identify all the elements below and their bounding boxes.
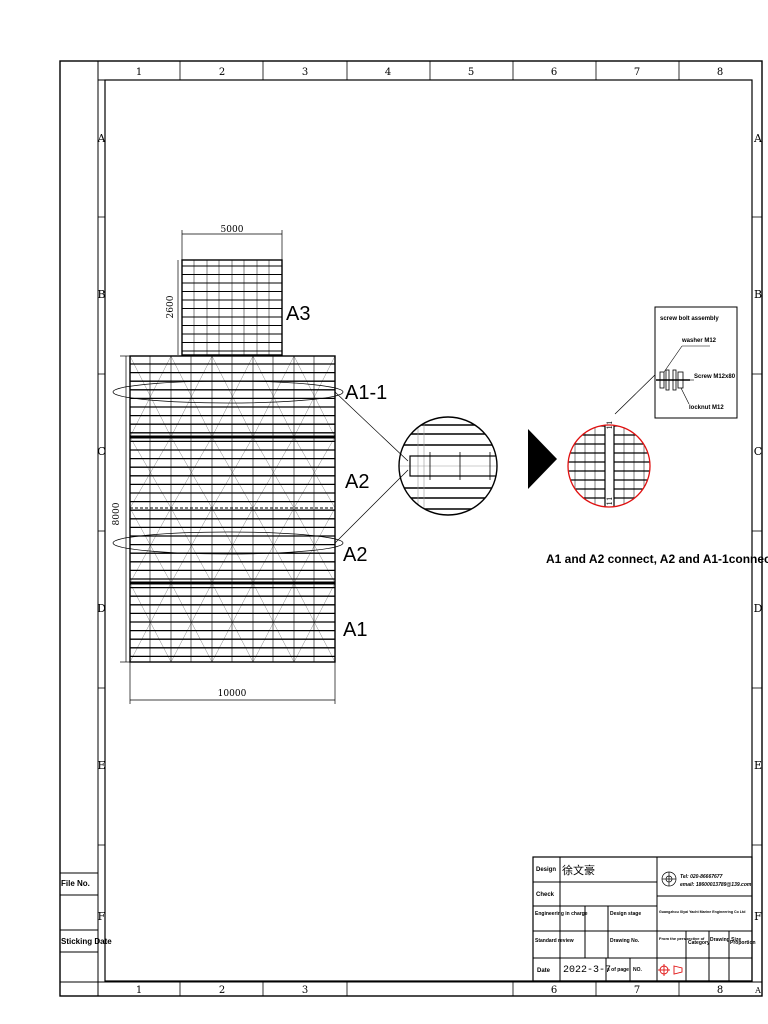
row-letter: E (754, 759, 762, 772)
row-letter: D (97, 602, 106, 615)
column-number: 6 (551, 985, 557, 996)
column-number: 5 (468, 67, 474, 78)
dimension-text: 8000 (112, 502, 122, 525)
column-number: 3 (302, 985, 308, 996)
column-number: 7 (634, 67, 640, 78)
sticking-date-label: Sticking Date (61, 937, 112, 946)
column-numbers-bottom: 1 2 3 6 7 8 A (136, 985, 761, 996)
dimension-total-width (129, 662, 336, 704)
column-number: 1 (136, 985, 142, 996)
label-a1: A1 (343, 619, 367, 641)
column-number: 2 (219, 985, 225, 996)
connection-detail-circle: 11 11 (567, 369, 661, 508)
label-a1-1: A1-1 (345, 382, 387, 404)
column-number: 4 (385, 67, 391, 78)
design-label: Design (536, 867, 556, 873)
date-value: 2022-3-7 (563, 965, 611, 976)
gap-label: 11 (606, 497, 614, 506)
date-label: Date (537, 968, 551, 974)
dimension-text: 10000 (218, 689, 247, 699)
gap-label: 11 (606, 421, 614, 430)
company-name: Guangzhou Xiyai Yacht Marine Engineering… (659, 910, 745, 914)
company-logo-icon (661, 871, 677, 887)
dimension-text: 5000 (221, 225, 244, 235)
row-letters-right: A B C D E F (753, 132, 763, 923)
washer-label: washer M12 (681, 338, 717, 344)
column-number: 7 (634, 985, 640, 996)
bolt-icon (656, 345, 710, 405)
no-label: NO. (633, 967, 643, 973)
dimension-top-width (181, 230, 283, 260)
row-letter: F (754, 910, 762, 923)
standard-review-label: Standard review (535, 938, 574, 944)
section-labels: A3 A1-1 A2 A2 A1 (286, 303, 387, 641)
highlight-ellipse-a2 (112, 531, 344, 555)
row-letter: D (754, 602, 763, 615)
projection-label: From the perspective of (659, 936, 705, 941)
email-text: email: 18600013789@139.com (680, 882, 752, 888)
arrow-right-icon (528, 429, 557, 489)
connection-caption: A1 and A2 connect, A2 and A1-1connect, (546, 552, 768, 566)
row-letter: A (97, 132, 107, 145)
locknut-label: locknut M12 (689, 405, 724, 411)
row-letter: E (97, 759, 105, 772)
design-stage-label: Design stage (610, 911, 641, 917)
label-a2-upper: A2 (345, 471, 369, 493)
column-number: 3 (302, 67, 308, 78)
column-number: 2 (219, 67, 225, 78)
column-letter: A (754, 986, 761, 995)
row-letter: B (754, 288, 762, 301)
connection-highlight-circle (567, 424, 651, 508)
designer-name: 徐文豪 (562, 863, 595, 877)
row-letter: F (98, 910, 106, 923)
drawing-no-label: Drawing No. (610, 938, 640, 944)
drawing-size-label: Drawing Size (710, 937, 741, 943)
title-block-labels: Design 徐文豪 Check Engineering in charge D… (535, 863, 756, 976)
proportion-label: Proportion (730, 940, 756, 946)
title-block (532, 856, 753, 982)
column-number: 8 (717, 985, 723, 996)
label-a2-lower: A2 (343, 544, 367, 566)
module-a3 (181, 259, 283, 356)
main-pontoon-grid (129, 355, 336, 663)
zoom-detail-circle (334, 391, 498, 544)
row-letter: B (97, 288, 105, 301)
side-strip: File No. Sticking Date (61, 879, 112, 946)
row-letter: C (754, 445, 762, 458)
column-number: 6 (551, 67, 557, 78)
category-label: Category (688, 940, 710, 946)
check-label: Check (536, 892, 555, 898)
bolt-box-title: screw bolt assembly (660, 316, 719, 322)
sheet-frame (59, 60, 763, 997)
column-numbers-top: 1 2 3 4 5 6 7 8 (136, 67, 723, 78)
sheets-label: s of page (607, 967, 629, 973)
column-number: 8 (717, 67, 723, 78)
dimension-text: 2600 (166, 295, 176, 318)
row-letter: C (97, 445, 105, 458)
bolt-assembly-box: screw bolt assembly washer M12 Screw M12… (654, 306, 738, 419)
highlight-ellipse-a1-1 (112, 380, 344, 404)
projection-symbol-icon (658, 964, 683, 976)
row-letter: A (753, 132, 763, 145)
file-no-label: File No. (61, 879, 90, 888)
screw-label: Screw M12x80 (694, 374, 736, 380)
label-a3: A3 (286, 303, 310, 325)
row-letters-left: A B C D E F (97, 132, 107, 923)
dimension-total-height (120, 355, 130, 663)
engineering-label: Engineering in charge (535, 911, 588, 917)
pontoon-layout-plan: 5000 2600 8000 10000 (112, 225, 387, 704)
tel-text: Tel: 020-86667677 (680, 874, 723, 880)
column-number: 1 (136, 67, 142, 78)
